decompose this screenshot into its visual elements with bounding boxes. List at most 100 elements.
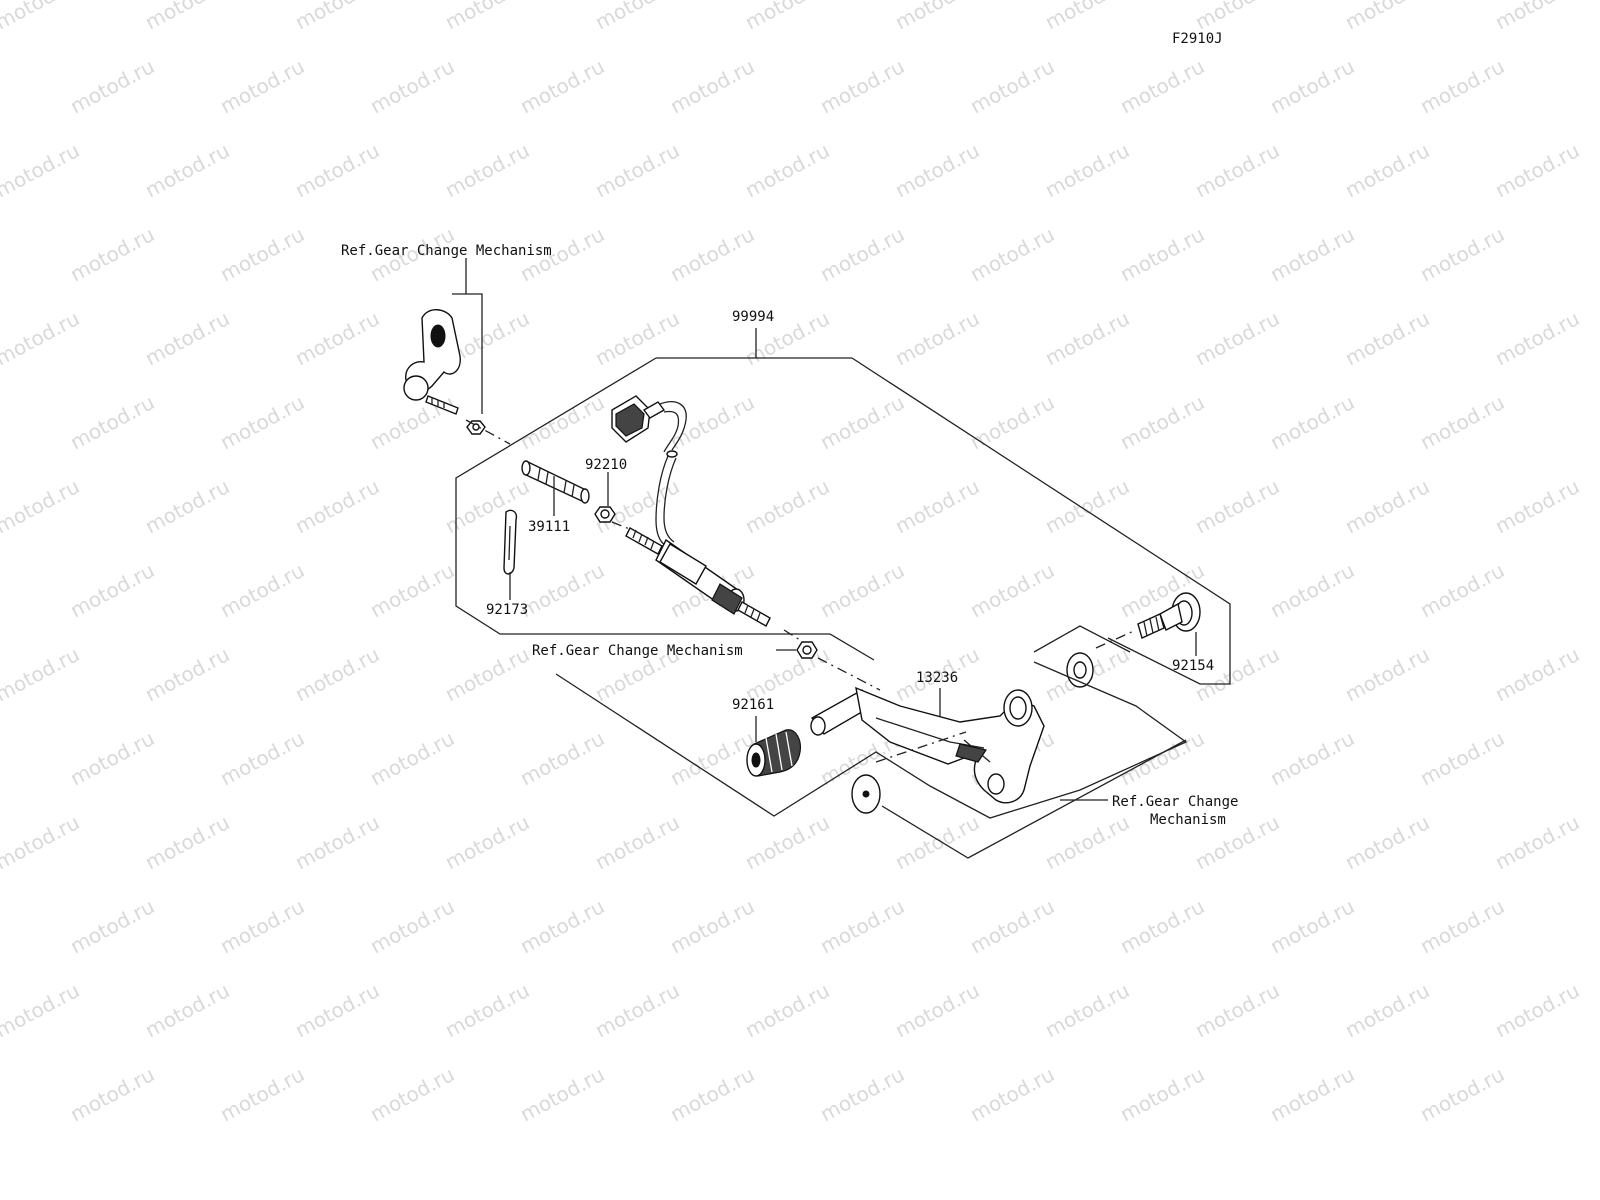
watermark-text: motod.ru [516,390,608,454]
shift-pedal-13236 [810,686,1045,804]
watermark-text: motod.ru [0,810,83,874]
watermark-text: motod.ru [1116,54,1208,118]
watermark-text: motod.ru [141,642,233,706]
watermark-text: motod.ru [1491,0,1583,34]
watermark-text: motod.ru [291,810,383,874]
watermark-text: motod.ru [0,642,83,706]
watermark-text: motod.ru [1191,642,1283,706]
watermark-text: motod.ru [966,54,1058,118]
watermark-text: motod.ru [741,0,833,34]
ref-label-top: Ref.Gear Change Mechanism [341,243,552,259]
watermark-text: motod.ru [891,474,983,538]
watermark-text: motod.ru [741,810,833,874]
watermark-text: motod.ru [966,894,1058,958]
pedal-rubber-92161 [746,729,801,777]
watermark-text: motod.ru [816,54,908,118]
watermark-text: motod.ru [516,726,608,790]
watermark-text: motod.ru [891,306,983,370]
watermark-text: motod.ru [591,474,683,538]
watermark-text: motod.ru [1491,810,1583,874]
watermark-text: motod.ru [141,138,233,202]
watermark-text: motod.ru [366,54,458,118]
watermark-text: motod.ru [666,390,758,454]
watermark-text: motod.ru [0,0,83,34]
watermark-text: motod.ru [1266,894,1358,958]
watermark-text: motod.ru [141,978,233,1042]
watermark-text: motod.ru [1416,894,1508,958]
watermark-text: motod.ru [1491,138,1583,202]
watermark-text: motod.ru [591,138,683,202]
watermark-text: motod.ru [1416,222,1508,286]
nut-lower [796,641,818,659]
bracket-99994-left [455,357,875,661]
part-number-13236: 13236 [916,670,958,686]
watermark-text: motod.ru [216,1062,308,1126]
ref-top-leader [452,258,483,414]
ref-label-mid: Ref.Gear Change Mechanism [532,643,743,659]
watermark-text: motod.ru [666,222,758,286]
watermark-text: motod.ru [816,390,908,454]
watermark-text: motod.ru [1416,54,1508,118]
watermark-text: motod.ru [516,1062,608,1126]
watermark-text: motod.ru [891,138,983,202]
watermark-text: motod.ru [516,894,608,958]
watermark-text: motod.ru [1191,138,1283,202]
shift-shaft-arm [403,309,461,415]
watermark-text: motod.ru [516,54,608,118]
part-number-92154: 92154 [1172,658,1214,674]
watermark-text: motod.ru [1491,978,1583,1042]
axis-line-lower [783,629,801,641]
watermark-text: motod.ru [966,558,1058,622]
watermark-text: motod.ru [1266,390,1358,454]
watermark-text: motod.ru [216,390,308,454]
watermark-text: motod.ru [1266,54,1358,118]
watermark-text: motod.ru [441,0,533,34]
bracket-bushing [881,739,1187,859]
leader-99994 [656,328,852,359]
watermark-text: motod.ru [1416,1062,1508,1126]
watermark-text: motod.ru [1041,138,1133,202]
watermark-text: motod.ru [1116,894,1208,958]
watermark-text: motod.ru [441,810,533,874]
watermark-text: motod.ru [291,474,383,538]
watermark-text: motod.ru [1341,642,1433,706]
watermark-text: motod.ru [666,726,758,790]
watermark-text: motod.ru [441,138,533,202]
watermark-text: motod.ru [1266,222,1358,286]
watermark-text: motod.ru [441,978,533,1042]
part-number-92210: 92210 [585,457,627,473]
watermark-text: motod.ru [291,306,383,370]
watermark-text: motod.ru [1491,474,1583,538]
watermark-text: motod.ru [216,558,308,622]
watermark-text: motod.ru [1041,978,1133,1042]
watermark-text: motod.ru [216,894,308,958]
watermark-text: motod.ru [141,306,233,370]
watermark-text: motod.ru [591,810,683,874]
watermark-text: motod.ru [1041,0,1133,34]
watermark-text: motod.ru [216,54,308,118]
watermark-text: motod.ru [816,894,908,958]
watermark-text: motod.ru [291,978,383,1042]
watermark-text: motod.ru [1191,306,1283,370]
watermark-text: motod.ru [216,726,308,790]
watermark-text: motod.ru [1416,558,1508,622]
watermark-text: motod.ru [1041,810,1133,874]
watermark-text: motod.ru [291,0,383,34]
watermark-text: motod.ru [1341,474,1433,538]
watermark-text: motod.ru [1041,306,1133,370]
watermark-text: motod.ru [141,0,233,34]
watermark-text: motod.ru [891,978,983,1042]
watermark-text: motod.ru [0,978,83,1042]
watermark-text: motod.ru [141,474,233,538]
watermark-text: motod.ru [1341,306,1433,370]
watermark-text: motod.ru [66,894,158,958]
watermark-text: motod.ru [666,1062,758,1126]
ref-label-right-line1: Ref.Gear Change [1112,794,1238,810]
watermark-text: motod.ru [891,0,983,34]
watermark-text: motod.ru [1341,0,1433,34]
watermark-text: motod.ru [1341,138,1433,202]
watermark-text: motod.ru [1116,1062,1208,1126]
watermark-text: motod.ru [141,810,233,874]
watermark-text: motod.ru [966,1062,1058,1126]
